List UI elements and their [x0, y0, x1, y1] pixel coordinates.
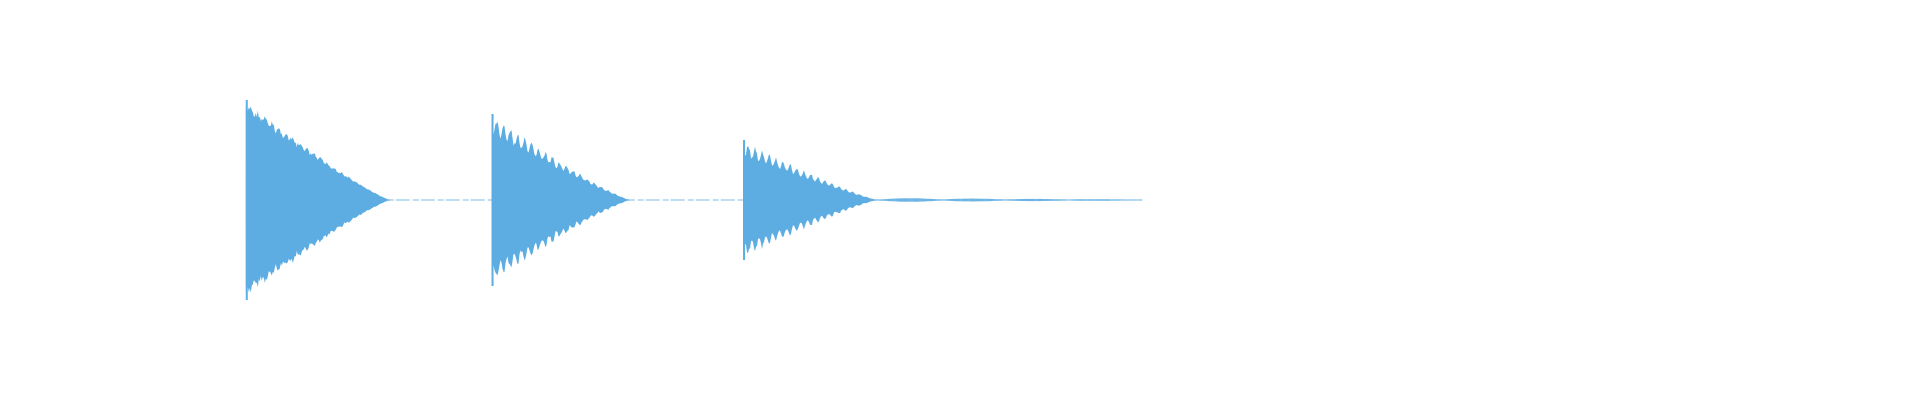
- waveform-tail: [877, 198, 1143, 202]
- waveform-burst-1: [245, 106, 390, 293]
- waveform-burst-2: [491, 121, 630, 276]
- waveform-bursts: [245, 100, 1143, 300]
- waveform-burst-3: [743, 146, 877, 254]
